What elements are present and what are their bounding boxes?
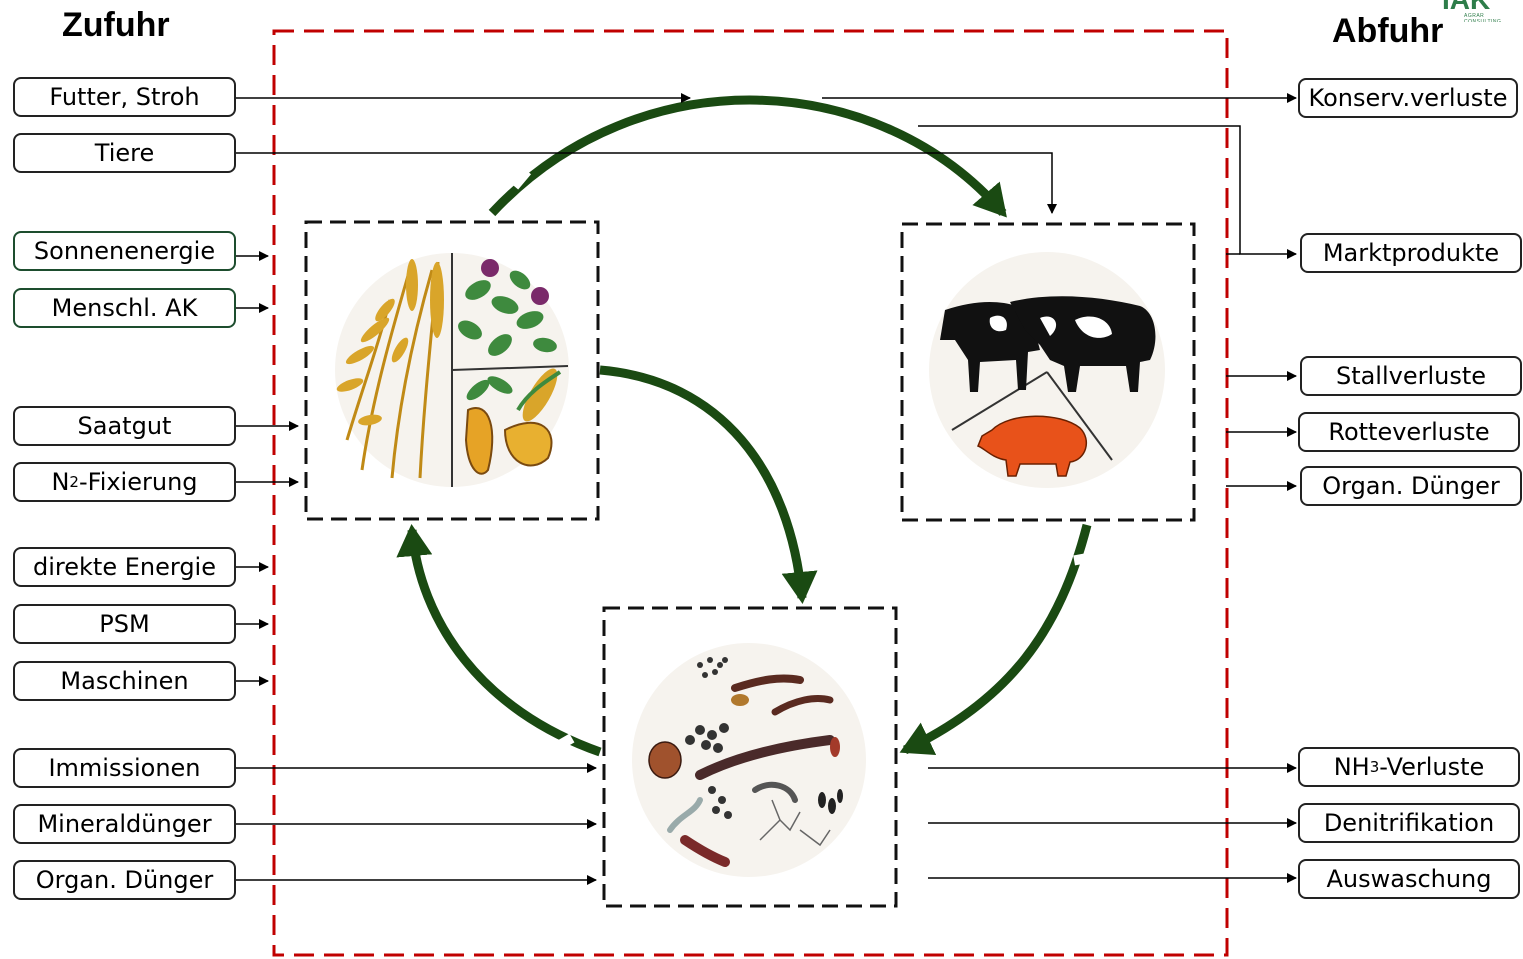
arrow-marktprodukte [918,125,1297,259]
input-futter-stroh: Futter, Stroh [13,77,236,117]
arrow-tiere [236,152,1057,214]
nh3-rest: -Verluste [1379,753,1485,781]
input-saatgut: Saatgut [13,406,236,446]
cycle-arrow-plants-to-soil [599,365,818,604]
soil-illustration [632,643,866,877]
input-header: Zufuhr [62,6,170,44]
logo-subtext: AGRAR CONSULTING [1464,13,1502,22]
input-organ-duenger: Organ. Dünger [13,860,236,900]
input-direkte-energie: direkte Energie [13,547,236,587]
cycle-arrow-soil-to-plants [396,524,602,757]
output-rotteverluste: Rotteverluste [1298,412,1520,452]
input-menschl-ak: Menschl. AK [13,288,236,328]
output-denitrifikation: Denitrifikation [1298,803,1520,843]
soil-node [602,606,898,908]
cycle-arrows [396,95,1092,757]
cycle-arrow-plants-to-animals [488,95,1007,218]
output-header: Abfuhr [1332,12,1444,50]
iak-logo: IAK AGRAR CONSULTING [1442,0,1523,22]
logo-text: IAK [1442,0,1490,16]
input-psm: PSM [13,604,236,644]
input-mineralduenger: Mineraldünger [13,804,236,844]
animals-illustration [929,252,1165,488]
input-tiere: Tiere [13,133,236,173]
output-stallverluste: Stallverluste [1300,356,1522,396]
cycle-arrow-animals-to-soil [899,523,1092,756]
animals-node [900,222,1196,522]
plants-illustration [335,253,569,487]
input-arrows [236,93,1057,885]
n2-rest: -Fixierung [78,468,198,496]
nh3-sub: 3 [1369,758,1380,776]
output-marktprodukte: Marktprodukte [1300,233,1522,273]
input-maschinen: Maschinen [13,661,236,701]
farm-boundary [272,29,1229,957]
output-organ-duenger: Organ. Dünger [1300,466,1522,506]
input-immissionen: Immissionen [13,748,236,788]
output-konservverluste: Konserv.verluste [1298,78,1518,118]
plants-node [304,220,600,521]
output-arrows [822,93,1297,883]
nh3-main: NH [1333,753,1370,781]
n2-main: N [51,468,70,496]
input-sonnenenergie: Sonnenenergie [13,231,236,271]
output-auswaschung: Auswaschung [1298,859,1520,899]
n2-sub: 2 [69,473,79,491]
